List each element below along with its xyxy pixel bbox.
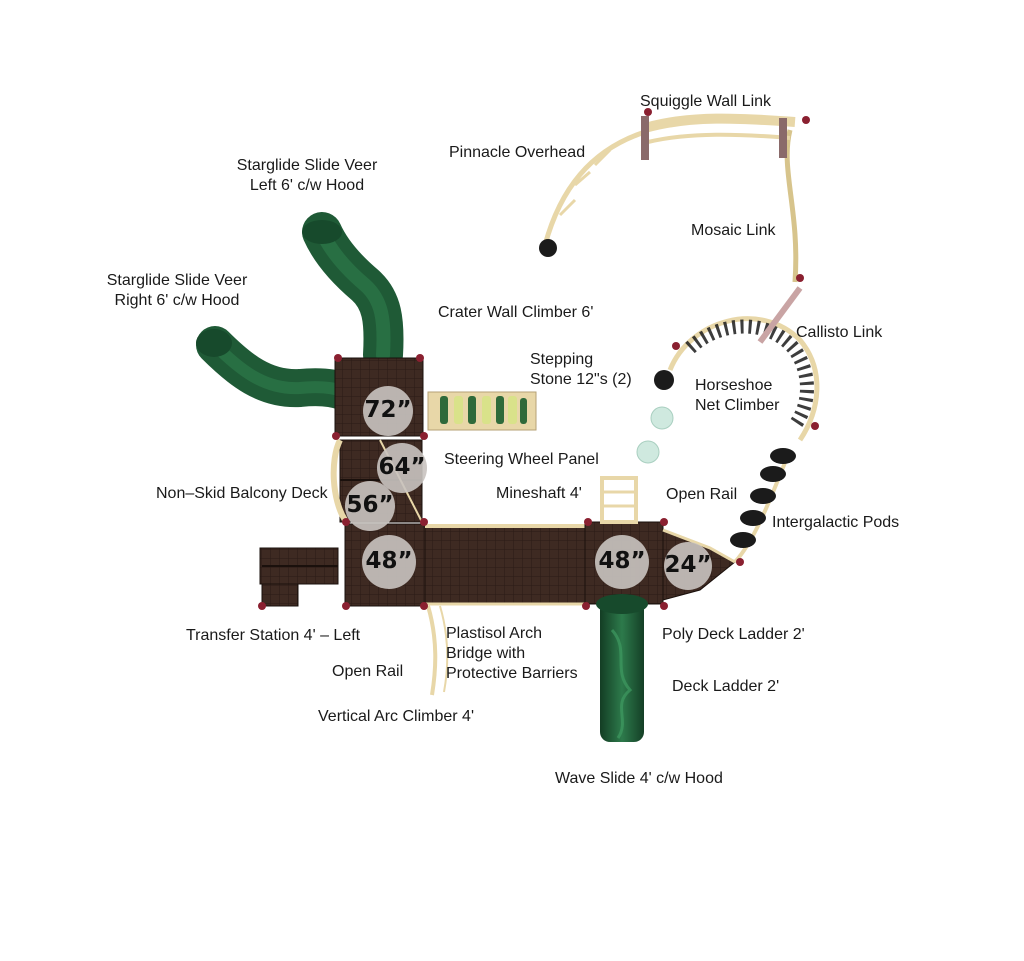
label-callisto-link: Callisto Link: [796, 324, 883, 341]
deck-height-64: 64”: [378, 454, 426, 480]
label-squiggle-wall-link: Squiggle Wall Link: [640, 93, 772, 110]
label-horseshoe-line1: Horseshoe: [695, 377, 773, 394]
label-deck-ladder: Deck Ladder 2': [672, 678, 780, 695]
label-transfer-station: Transfer Station 4' – Left: [186, 627, 361, 644]
stepping-stones: [636, 370, 674, 464]
label-starglide-left-line1: Starglide Slide Veer: [236, 157, 378, 174]
label-plastisol-line3: Protective Barriers: [446, 665, 578, 682]
deck-height-48-right: 48”: [598, 548, 646, 574]
label-horseshoe-line2: Net Climber: [695, 397, 780, 414]
label-wave-slide: Wave Slide 4' c/w Hood: [555, 770, 723, 787]
label-starglide-right-line2: Right 6' c/w Hood: [114, 292, 240, 309]
deck-height-48-left: 48”: [365, 548, 413, 574]
deck-height-72: 72”: [364, 397, 412, 423]
link-elements: [539, 113, 803, 344]
deck-height-24: 24”: [664, 552, 712, 578]
horseshoe-net-climber: [667, 316, 820, 442]
height-badges: [345, 386, 712, 590]
label-starglide-left-line2: Left 6' c/w Hood: [249, 177, 365, 194]
label-starglide-right: Starglide Slide Veer Right 6' c/w Hood: [92, 271, 262, 311]
label-pinnacle-overhead: Pinnacle Overhead: [449, 144, 586, 161]
label-open-rail-left: Open Rail: [332, 663, 404, 680]
starglide-slide-left: [302, 212, 404, 375]
intergalactic-pods: [730, 448, 796, 564]
wave-slide: [596, 594, 648, 742]
crater-wall-climber: [427, 391, 537, 431]
label-starglide-right-line1: Starglide Slide Veer: [106, 272, 248, 289]
label-stepping-stone-line1: Stepping: [530, 351, 594, 368]
label-stepping-stone-line2: Stone 12"s (2): [530, 371, 632, 388]
deck-height-56: 56”: [346, 492, 394, 518]
label-open-rail-right: Open Rail: [666, 486, 738, 503]
label-non-skid-balcony-deck: Non–Skid Balcony Deck: [156, 485, 328, 502]
label-mosaic-link: Mosaic Link: [691, 222, 776, 239]
label-crater-wall-climber: Crater Wall Climber 6': [438, 304, 594, 321]
label-vertical-arc-climber: Vertical Arc Climber 4': [318, 708, 474, 725]
label-mineshaft: Mineshaft 4': [496, 485, 582, 502]
label-steering-wheel-panel: Steering Wheel Panel: [444, 451, 599, 468]
label-plastisol-arch-bridge: Plastisol Arch Bridge with Protective Ba…: [446, 624, 578, 684]
label-stepping-stone: Stepping Stone 12"s (2): [530, 350, 632, 390]
vertical-arc-climber: [426, 605, 449, 696]
mineshaft: [600, 476, 638, 524]
label-horseshoe-net-climber: Horseshoe Net Climber: [695, 376, 779, 416]
starglide-slide-right: [196, 326, 364, 411]
label-poly-deck-ladder: Poly Deck Ladder 2': [662, 626, 805, 643]
transfer-station: [259, 547, 339, 607]
posts: [258, 108, 819, 610]
label-plastisol-line2: Bridge with: [446, 645, 526, 662]
label-starglide-left: Starglide Slide Veer Left 6' c/w Hood: [222, 156, 392, 196]
plastisol-arch-bridge: [424, 524, 586, 606]
label-intergalactic-pods: Intergalactic Pods: [772, 514, 900, 531]
label-plastisol-line1: Plastisol Arch: [446, 625, 543, 642]
